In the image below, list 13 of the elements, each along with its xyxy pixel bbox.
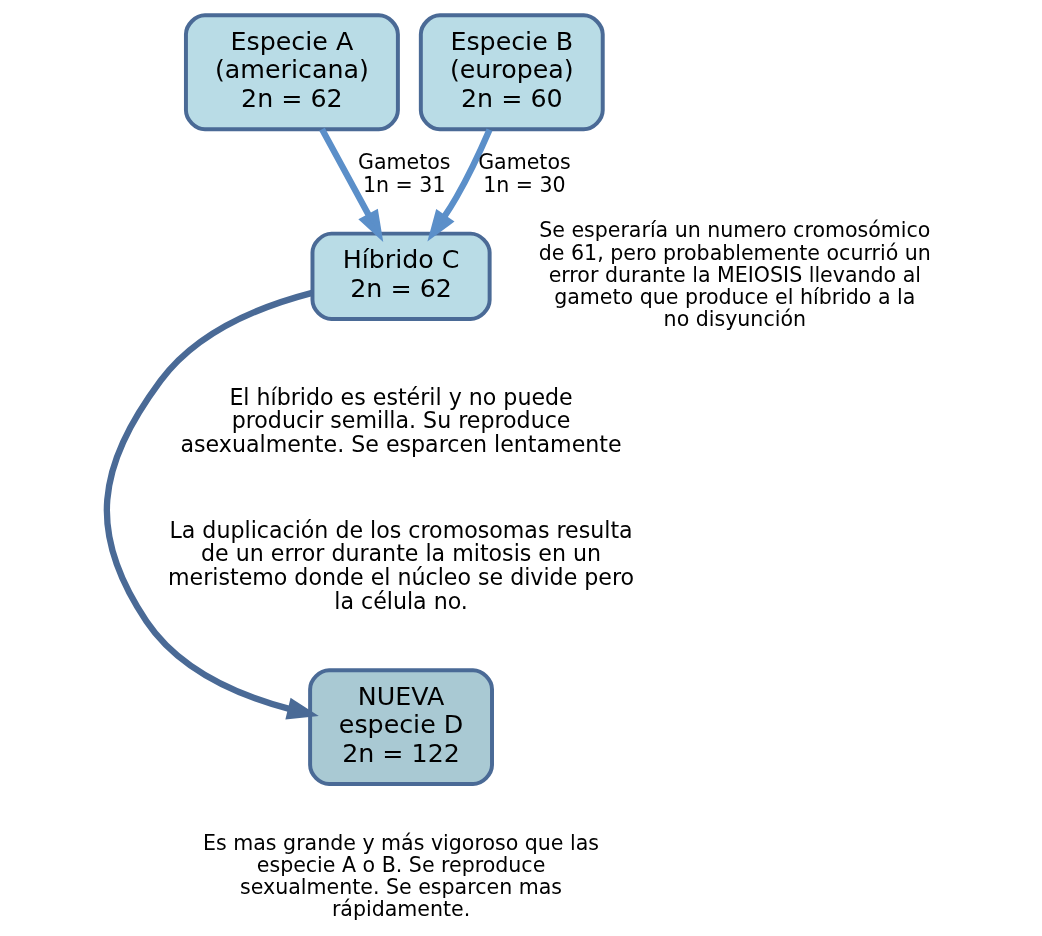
arrow (318, 127, 383, 242)
node-box: Especie B (europea) 2n = 60 (418, 12, 605, 131)
edge-label: Gametos 1n = 31 (357, 149, 450, 197)
label: El híbrido es estéril y no puede producir semilla. Su reproduce asexualmente. Se esparcen lentamente (180, 383, 622, 457)
node-box: Híbrido C 2n = 62 (310, 231, 492, 321)
arrow (426, 127, 492, 241)
node-box: Especie A (americana) 2n = 62 (183, 12, 400, 131)
label: La duplicación de los cromosomas resulta de un error durante la mitosis en un meristemo donde el núcleo se divide pero la célula no. (167, 516, 634, 614)
node-label: Es mas grande y más vigoroso que las especie A o B. Se reproduce sexualmente. Se esparcen mas rápidamente. (202, 830, 599, 921)
node-box: NUEVA especie D 2n = 122 (307, 667, 494, 786)
node-label: Se esperaría un numero cromosómico de 61, pero probablemente ocurrió un error durante la MEIOSIS llevando al gameto que produce el híbrido a la no disyunción (538, 217, 931, 331)
arrow (103, 289, 319, 719)
edge-label: Gametos 1n = 30 (477, 149, 571, 197)
